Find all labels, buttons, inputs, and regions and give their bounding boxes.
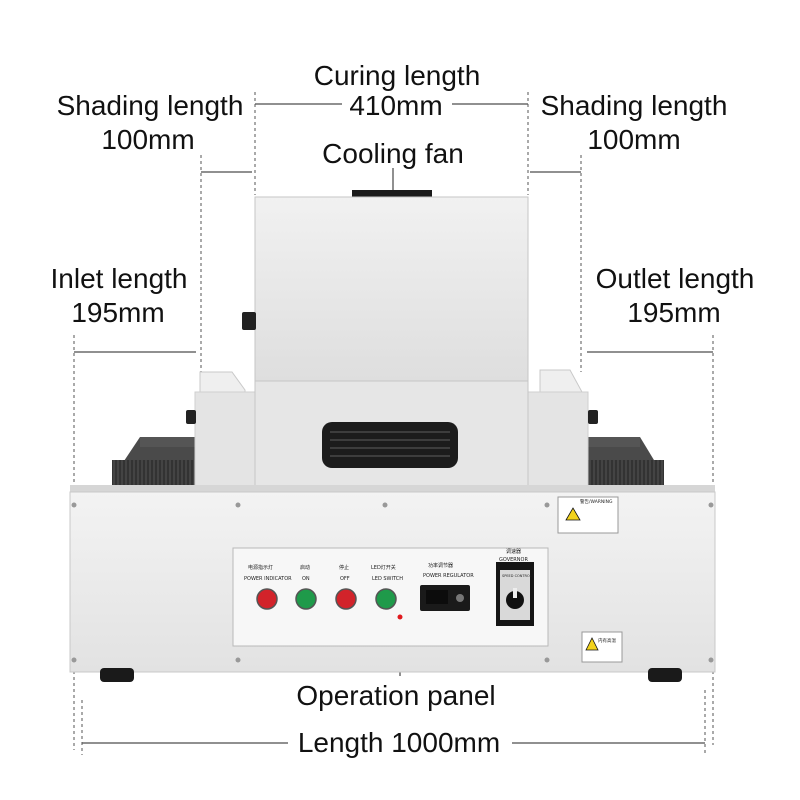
- on-cn: 启动: [300, 564, 310, 571]
- governor-device: [496, 562, 534, 626]
- cooling-fan-label: Cooling fan: [322, 138, 464, 169]
- governor-en: GOVERNOR: [499, 557, 528, 563]
- curing-length-title: Curing length: [313, 60, 481, 91]
- governor-cn: 调速器: [506, 548, 521, 555]
- outlet-length-title: Outlet length: [595, 263, 755, 294]
- inlet-length-value: 195mm: [71, 297, 165, 328]
- power-indicator-en: POWER INDICATOR: [244, 576, 292, 582]
- operation-panel-label: Operation panel: [296, 680, 496, 711]
- warning-labels: [557, 496, 623, 663]
- lamp-housing: [242, 190, 529, 494]
- off-cn: 停止: [339, 564, 349, 571]
- outlet-length-value: 195mm: [627, 297, 721, 328]
- power-indicator-cn: 电源指示灯: [248, 564, 273, 571]
- led-switch-cn: LED灯开关: [371, 564, 396, 571]
- panel-tiny-text: 电源指示灯 POWER INDICATOR 启动 ON 停止 OFF LED灯开…: [244, 498, 616, 644]
- power-regulator-device: [420, 585, 470, 611]
- curing-length-value: 410mm: [349, 90, 443, 121]
- outlet-shade-box: [527, 369, 598, 489]
- length-label: Length 1000mm: [297, 727, 501, 758]
- panel-buttons: [256, 588, 403, 620]
- on-en: ON: [302, 576, 310, 582]
- inlet-length-title: Inlet length: [50, 263, 188, 294]
- caution-title: 内有高温: [598, 637, 616, 644]
- off-en: OFF: [340, 576, 350, 582]
- warning-title: 警告/WARNING: [580, 498, 613, 505]
- led-switch-en: LED SWITCH: [372, 576, 403, 582]
- speed-control-label: SPEED CONTROL: [502, 574, 532, 578]
- shading-length-left-value: 100mm: [101, 124, 195, 155]
- shading-length-left-title: Shading length: [56, 90, 244, 121]
- power-regulator-cn: 功率调节器: [428, 562, 453, 569]
- shading-length-right-value: 100mm: [587, 124, 681, 155]
- power-regulator-en: POWER REGULATOR: [423, 573, 474, 579]
- shading-length-right-title: Shading length: [540, 90, 728, 121]
- inlet-shade-box: [186, 371, 256, 489]
